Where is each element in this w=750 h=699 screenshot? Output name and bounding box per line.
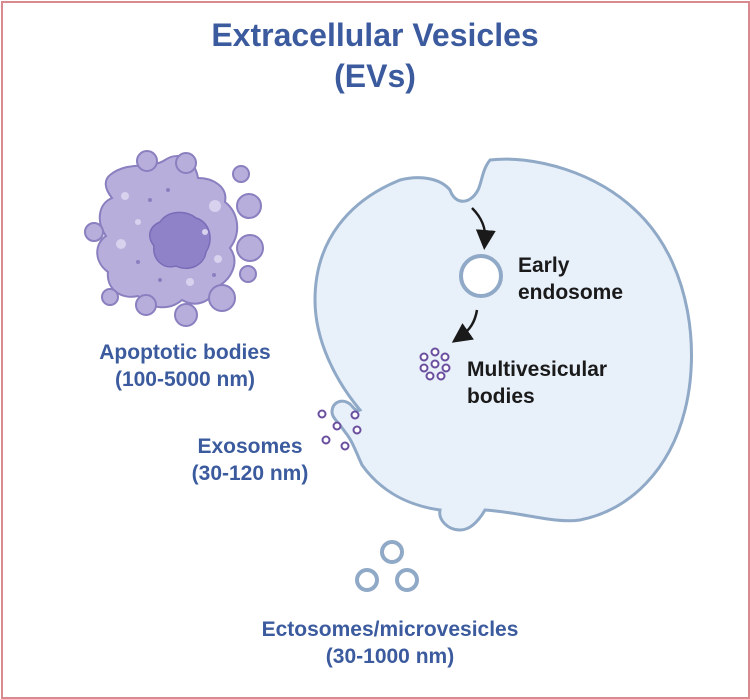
ectosomes-label: Ectosomes/microvesicles (261, 618, 519, 641)
early-endosome-label: Early (518, 254, 570, 277)
early-endosome-label-line2: endosome (518, 281, 624, 304)
figure-title: Extracellular Vesicles (211, 17, 539, 53)
figure-subtitle: (EVs) (334, 58, 416, 94)
maturation-arrow (451, 309, 479, 343)
endocytosis-arrow (471, 207, 496, 250)
ectosomes (355, 540, 419, 592)
early-endosome (459, 254, 503, 298)
apoptotic-body (84, 150, 264, 327)
apoptotic-bodies-label: Apoptotic bodies (99, 341, 271, 364)
ectosomes-size: (30-1000 nm) (325, 645, 455, 668)
exosomes (317, 409, 362, 451)
exosomes-size: (30-120 nm) (191, 462, 309, 485)
apoptotic-nucleus (149, 211, 211, 270)
apoptotic-bodies-size: (100-5000 nm) (114, 368, 256, 391)
exosomes-label: Exosomes (197, 435, 303, 458)
cell-membrane (313, 157, 693, 532)
multivesicular-bodies-label-line2: bodies (467, 385, 535, 408)
multivesicular-body (419, 347, 451, 381)
multivesicular-bodies-label: Multivesicular (467, 358, 608, 381)
